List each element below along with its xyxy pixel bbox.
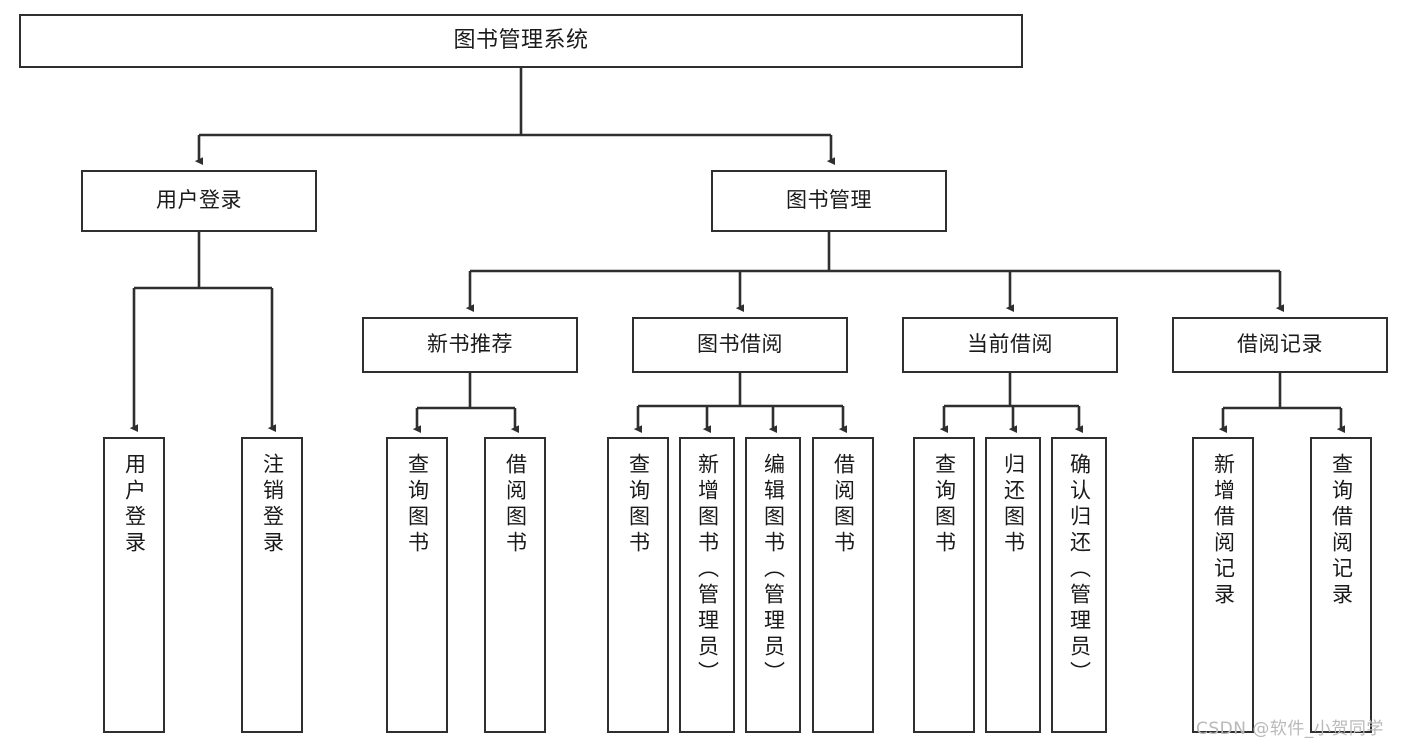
node-label: 查询借阅记录 [1329,453,1354,609]
node-leaf-query-book-borrow[interactable]: 查询图书 [607,437,669,733]
node-root-book-management-system[interactable]: 图书管理系统 [19,14,1023,68]
node-book-management[interactable]: 图书管理 [711,170,947,232]
node-label: 查询图书 [405,453,430,557]
node-leaf-confirm-return-admin[interactable]: 确认归还（管理员） [1051,437,1107,733]
node-leaf-borrow-book-recommend[interactable]: 借阅图书 [484,437,546,733]
node-leaf-logout[interactable]: 注销登录 [241,437,303,733]
node-new-book-recommend[interactable]: 新书推荐 [362,317,578,373]
node-leaf-return-book[interactable]: 归还图书 [985,437,1041,733]
node-leaf-query-borrow-record[interactable]: 查询借阅记录 [1310,437,1372,733]
node-label: 借阅图书 [503,453,528,557]
node-label: 查询图书 [932,453,957,557]
node-leaf-borrow-book[interactable]: 借阅图书 [812,437,874,733]
node-label: 新书推荐 [427,332,513,357]
node-label: 当前借阅 [967,332,1053,357]
node-leaf-add-book-admin[interactable]: 新增图书（管理员） [679,437,735,733]
node-user-login[interactable]: 用户登录 [81,170,317,232]
node-label: 查询图书 [626,453,651,557]
node-label: 新增图书（管理员） [695,453,720,687]
node-label: 图书管理系统 [453,27,589,53]
node-label: 注销登录 [260,453,285,557]
node-label: 用户登录 [122,453,147,557]
watermark: CSDN @软件_小贺同学 [1196,719,1384,739]
node-leaf-add-borrow-record[interactable]: 新增借阅记录 [1192,437,1254,733]
node-label: 归还图书 [1001,453,1026,557]
node-borrow-records[interactable]: 借阅记录 [1172,317,1388,373]
node-label: 借阅图书 [831,453,856,557]
node-label: 图书借阅 [697,332,783,357]
node-label: 编辑图书（管理员） [761,453,786,687]
node-leaf-edit-book-admin[interactable]: 编辑图书（管理员） [745,437,801,733]
node-label: 确认归还（管理员） [1067,453,1092,687]
node-label: 图书管理 [786,188,872,213]
node-leaf-user-login[interactable]: 用户登录 [103,437,165,733]
node-label: 借阅记录 [1237,332,1323,357]
node-label: 用户登录 [156,188,242,213]
node-current-borrow[interactable]: 当前借阅 [902,317,1118,373]
node-book-borrow[interactable]: 图书借阅 [632,317,848,373]
node-leaf-query-book-current[interactable]: 查询图书 [913,437,975,733]
node-label: 新增借阅记录 [1211,453,1236,609]
node-leaf-query-book-recommend[interactable]: 查询图书 [386,437,448,733]
